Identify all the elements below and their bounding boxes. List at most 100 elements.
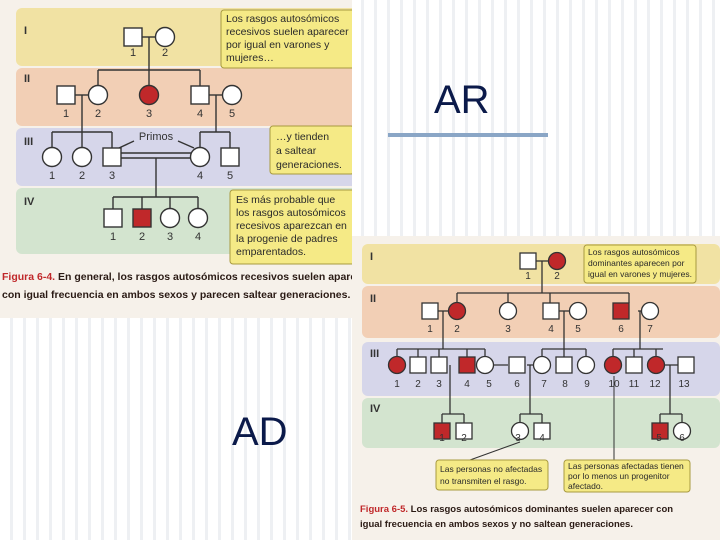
individual-g3-7 bbox=[532, 355, 552, 375]
individual-g2-2-affected bbox=[447, 301, 467, 321]
pedigree-dominant: I II III IV bbox=[362, 244, 720, 493]
individual-number: 4 bbox=[197, 170, 203, 182]
band-generation-2 bbox=[16, 68, 352, 126]
individual-number: 6 bbox=[679, 433, 685, 444]
note-unaffected-no-transmit bbox=[435, 459, 549, 491]
individual-g3-9 bbox=[576, 355, 596, 375]
individual-number: 1 bbox=[427, 324, 433, 335]
individual-number: 5 bbox=[227, 170, 233, 182]
individual-number: 3 bbox=[505, 324, 511, 335]
label-ar: AR bbox=[434, 78, 490, 122]
individual-g2-4 bbox=[190, 85, 210, 105]
note-consanguinity-text: Es más probable que los rasgos autosómic… bbox=[236, 194, 350, 258]
individual-number: 5 bbox=[229, 108, 235, 120]
individual-number: 9 bbox=[584, 379, 590, 390]
individual-number: 4 bbox=[548, 324, 554, 335]
individual-g4-4 bbox=[533, 422, 551, 440]
individual-number: 4 bbox=[464, 379, 470, 390]
individual-g4-6 bbox=[672, 421, 692, 441]
figure-6-5: I II III IV bbox=[352, 236, 720, 540]
individual-g4-1 bbox=[103, 208, 123, 228]
individual-g1-1 bbox=[519, 252, 537, 270]
band-generation-3 bbox=[16, 128, 352, 186]
individual-number: 2 bbox=[162, 47, 168, 59]
individual-g4-2-affected bbox=[132, 208, 152, 228]
note-consanguinity bbox=[229, 189, 352, 265]
individual-g2-5 bbox=[568, 301, 588, 321]
individual-number: 2 bbox=[95, 108, 101, 120]
individual-number: 2 bbox=[454, 324, 460, 335]
note-affected-have-parent-text: Las personas afectadas tienen por lo men… bbox=[568, 461, 686, 491]
generation-label-4: IV bbox=[24, 196, 35, 208]
note-skip-generations-text: …y tienden a saltear generaciones. bbox=[276, 131, 342, 171]
pedigree-recessive: I II III IV bbox=[16, 8, 352, 265]
individual-g3-1-affected bbox=[387, 355, 407, 375]
individual-g3-6 bbox=[508, 356, 526, 374]
individual-g2-6-affected bbox=[612, 302, 630, 320]
individual-number: 13 bbox=[678, 379, 690, 390]
individual-number: 3 bbox=[109, 170, 115, 182]
individual-g2-7 bbox=[640, 301, 660, 321]
individual-g3-4 bbox=[189, 146, 211, 168]
individual-g4-3 bbox=[510, 421, 530, 441]
individual-g3-5 bbox=[475, 355, 495, 375]
individual-g2-3 bbox=[498, 301, 518, 321]
individual-number: 4 bbox=[197, 108, 203, 120]
individual-g1-2 bbox=[154, 26, 176, 48]
individual-number: 5 bbox=[656, 433, 662, 444]
individual-number: 11 bbox=[629, 379, 640, 390]
pedigree-lines bbox=[396, 260, 683, 461]
individual-g3-1 bbox=[41, 146, 63, 168]
caption-figure-6-5-line-2: igual frecuencia en ambos sexos y no sal… bbox=[360, 519, 633, 530]
individual-g4-4 bbox=[187, 207, 209, 229]
note-dominant-equal-sexes bbox=[583, 244, 697, 284]
individual-g1-1 bbox=[123, 27, 143, 47]
individual-number: 1 bbox=[525, 271, 531, 282]
individual-number: 5 bbox=[575, 324, 581, 335]
individual-number: 3 bbox=[436, 379, 442, 390]
individual-g3-4-affected bbox=[458, 356, 476, 374]
individual-number: 1 bbox=[439, 433, 445, 444]
generation-label-1: I bbox=[370, 251, 373, 263]
figure-6-4: I II III IV bbox=[0, 0, 352, 318]
individual-g3-3 bbox=[102, 147, 122, 167]
ar-underline bbox=[388, 133, 548, 137]
individual-g2-4 bbox=[542, 302, 560, 320]
individual-g2-5 bbox=[221, 84, 243, 106]
generation-label-2: II bbox=[24, 73, 30, 85]
pedigree-lines bbox=[51, 36, 231, 209]
band-generation-2 bbox=[362, 286, 720, 338]
individual-number: 2 bbox=[554, 271, 560, 282]
note-dominant-equal-sexes-text: Los rasgos autosómicos dominantes aparec… bbox=[588, 247, 692, 279]
individual-number: 5 bbox=[486, 379, 492, 390]
individual-number: 2 bbox=[139, 231, 145, 243]
individual-g4-5-affected bbox=[651, 422, 669, 440]
individual-number: 8 bbox=[562, 379, 568, 390]
note-skip-generations bbox=[269, 125, 352, 175]
individual-number: 3 bbox=[146, 108, 152, 120]
individual-number: 10 bbox=[608, 379, 620, 390]
generation-label-1: I bbox=[24, 25, 27, 37]
note-recessive-equal-sexes-text: Los rasgos autosómicos recesivos suelen … bbox=[226, 13, 352, 64]
individual-number: 4 bbox=[195, 231, 201, 243]
individual-g3-12-affected bbox=[646, 355, 666, 375]
individual-number: 3 bbox=[515, 433, 521, 444]
individual-g2-2 bbox=[87, 84, 109, 106]
individual-g3-2 bbox=[71, 146, 93, 168]
individual-g2-3-affected bbox=[138, 84, 160, 106]
individual-number: 7 bbox=[541, 379, 547, 390]
generation-label-3: III bbox=[24, 136, 33, 148]
individual-g1-2-affected bbox=[547, 251, 567, 271]
individual-g3-2 bbox=[409, 356, 427, 374]
individual-g3-8 bbox=[555, 356, 573, 374]
individual-g4-2 bbox=[455, 422, 473, 440]
caption-figure-6-5-line-1: Figura 6-5. Los rasgos autosómicos domin… bbox=[360, 504, 674, 515]
individual-number: 1 bbox=[49, 170, 55, 182]
generation-label-3: III bbox=[370, 348, 379, 360]
individual-number: 4 bbox=[539, 433, 545, 444]
note-recessive-equal-sexes bbox=[220, 9, 352, 69]
individual-number: 3 bbox=[167, 231, 173, 243]
individual-g2-1 bbox=[421, 302, 439, 320]
individual-number: 1 bbox=[130, 47, 136, 59]
individual-g3-5 bbox=[220, 147, 240, 167]
